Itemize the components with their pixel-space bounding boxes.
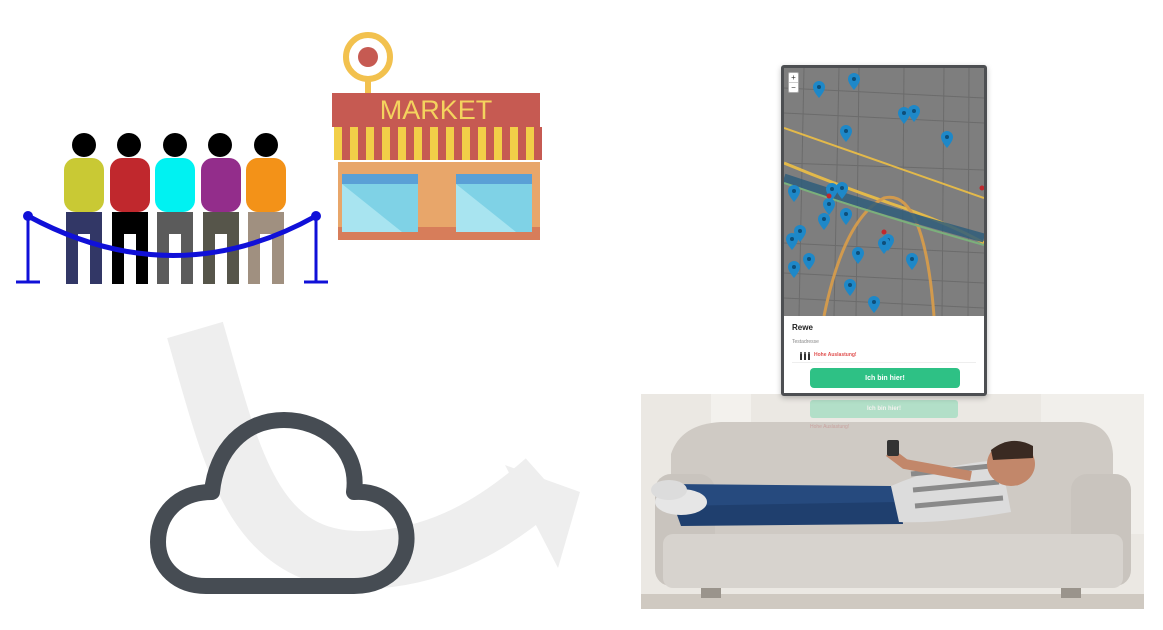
map-marker-red [826, 193, 832, 199]
map-marker-red [979, 185, 984, 191]
market-awning [334, 127, 542, 160]
reflection-status: Hohe Auslastung! [810, 424, 850, 430]
map-pins [786, 73, 953, 313]
queue-illustration [16, 133, 328, 284]
phone-app-mockup: + − Rewe Testadresse Hohe Auslastung! Ic… [781, 65, 987, 396]
map-pin-icon[interactable] [818, 213, 830, 230]
map-pin-icon[interactable] [848, 73, 860, 90]
reflection-button-label: Ich bin hier! [810, 400, 958, 418]
map-pin-icon[interactable] [788, 185, 800, 202]
queue-rope-barrier [16, 211, 328, 284]
zoom-out-button[interactable]: − [789, 82, 798, 92]
map-pin-icon[interactable] [803, 253, 815, 270]
queue-person-3 [155, 133, 195, 284]
map-pin-icon[interactable] [840, 208, 852, 225]
map-pin-icon[interactable] [941, 131, 953, 148]
crowd-status-warning: Hohe Auslastung! [814, 352, 857, 358]
map-pin-icon[interactable] [813, 81, 825, 98]
check-in-button[interactable]: Ich bin hier! [810, 368, 960, 388]
panel-divider [792, 362, 976, 363]
cloud-icon [150, 412, 415, 594]
market-illustration: MARKET [332, 32, 542, 240]
map-pin-icon[interactable] [868, 296, 880, 313]
map-pin-icon[interactable] [908, 105, 920, 122]
store-address: Testadresse [792, 339, 819, 345]
queue-person-2 [110, 133, 150, 284]
map-pin-icon[interactable] [844, 279, 856, 296]
map-pin-icon[interactable] [852, 247, 864, 264]
queue-person-5 [246, 133, 286, 284]
map-pin-icon[interactable] [906, 253, 918, 270]
queue-person-1 [64, 133, 104, 284]
phone-reflection: Ich bin hier! Hohe Auslastung! [810, 400, 958, 430]
map-pin-icon[interactable] [878, 237, 890, 254]
store-info-panel: Rewe Testadresse Hohe Auslastung! Ich bi… [784, 316, 984, 393]
map-pin-icon[interactable] [840, 125, 852, 142]
map-pin-icon[interactable] [823, 198, 835, 215]
zoom-in-button[interactable]: + [791, 73, 796, 82]
crowd-icon [800, 352, 810, 360]
map-pin-icon[interactable] [788, 261, 800, 278]
map-pin-icon[interactable] [898, 107, 910, 124]
map-pin-icon[interactable] [836, 182, 848, 199]
map-pin-icon[interactable] [786, 233, 798, 250]
map-view[interactable] [784, 68, 984, 316]
sofa-photo: Ich bin hier! Hohe Auslastung! [641, 394, 1144, 609]
market-sign: MARKET [380, 95, 493, 125]
map-zoom-controls: + − [788, 72, 799, 93]
queue-person-4 [201, 133, 241, 284]
store-name: Rewe [792, 323, 813, 332]
map-marker-red [881, 229, 887, 235]
